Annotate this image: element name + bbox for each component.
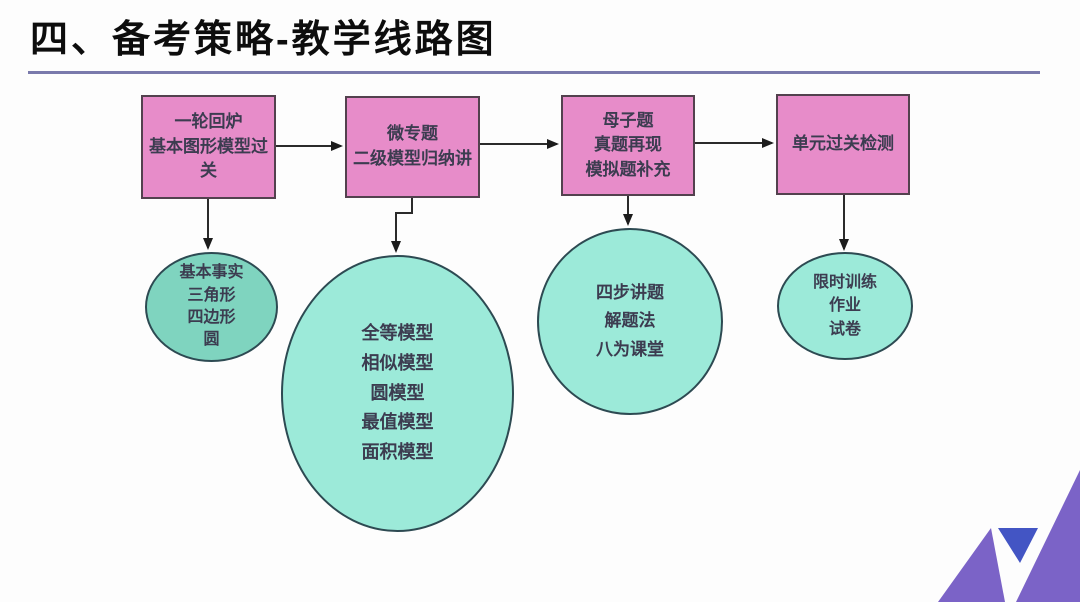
stage-box-line: 二级模型归纳讲 [353,149,472,168]
arrow-box2-ellipse2 [391,198,413,253]
stage-box-line: 单元过关检测 [792,134,894,154]
page-title: 四、备考策略-教学线路图 [30,19,497,61]
ellipse-line: 圆模型 [370,382,425,403]
ellipse-line: 基本事实 [179,264,244,282]
detail-ellipse-training: 限时训练 作业 试卷 [777,252,913,360]
detail-ellipse-basics: 基本事实 三角形 四边形 圆 [145,252,278,362]
ellipse-line: 圆 [203,331,220,349]
ellipse-line: 相似模型 [361,352,434,373]
ellipse-line: 作业 [828,297,861,315]
ellipse-line: 面积模型 [361,442,434,463]
stage-box-line: 一轮回炉 [174,112,243,132]
stage-box-line: 微专题 [387,124,438,144]
detail-ellipse-teaching-method: 四步讲题 解题法 八为课堂 [537,228,723,415]
detail-ellipse-models: 全等模型 相似模型 圆模型 最值模型 面积模型 [281,255,514,532]
stage-box-line: 模拟题补充 [585,159,671,179]
ellipse-line: 解题法 [604,311,656,331]
ellipse-line: 限时训练 [812,274,877,292]
ellipse-line: 三角形 [187,286,236,304]
stage-box-line: 关 [200,161,217,181]
stage-box-unit-test: 单元过关检测 [776,94,910,195]
title-underline [28,71,1040,74]
stage-box-line: 母子题 [602,110,654,130]
stage-box-line: 真题再现 [594,135,662,155]
brand-logo-icon [938,470,1080,602]
stage-box-micro-topics: 微专题 二级模型归纳讲 [345,96,480,198]
ellipse-line: 最值模型 [361,412,434,433]
stage-box-round1: 一轮回炉 基本图形模型过 关 [141,95,276,199]
ellipse-line: 全等模型 [361,323,434,344]
stage-box-mother-child: 母子题 真题再现 模拟题补充 [561,95,695,196]
ellipse-line: 四边形 [187,309,236,326]
ellipse-line: 试卷 [828,320,861,338]
ellipse-line: 八为课堂 [596,339,664,359]
stage-box-line: 基本图形模型过 [149,136,268,156]
ellipse-line: 四步讲题 [596,283,664,303]
